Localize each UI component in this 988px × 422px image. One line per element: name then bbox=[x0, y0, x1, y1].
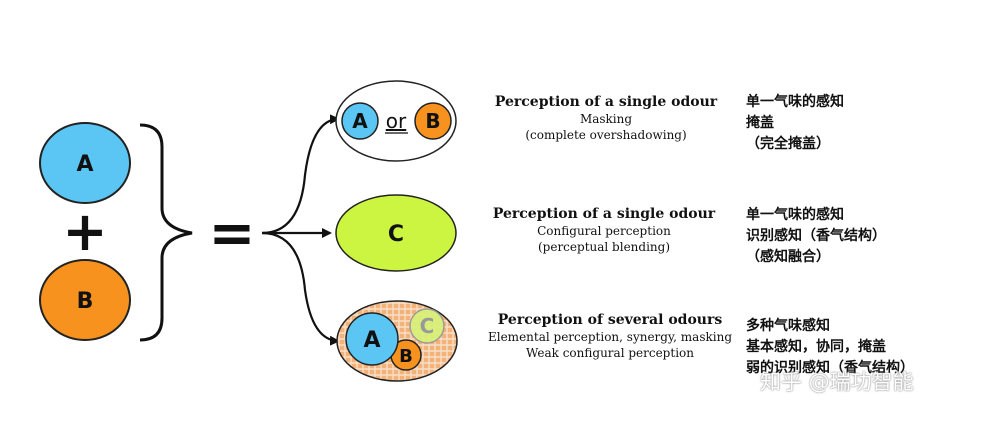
chinese-note-several: 多种气味感知 基本感知，协同，掩盖 弱的识别感知（香气结构） bbox=[746, 316, 914, 379]
curly-brace bbox=[139, 123, 193, 342]
outcome-several-circle-c-label: C bbox=[420, 314, 435, 338]
chinese-note-blending: 单一气味的感知 识别感知（香气结构） （感知融合） bbox=[746, 205, 886, 268]
outcome-masking: A or B bbox=[335, 80, 457, 162]
outcome-several-circle-a bbox=[345, 312, 399, 366]
equals-sign: = bbox=[209, 201, 256, 266]
or-label: or bbox=[386, 109, 407, 133]
description-masking-line-1: Masking bbox=[579, 112, 633, 126]
chinese-note-several-line-2: 基本感知，协同，掩盖 bbox=[746, 339, 886, 355]
outcome-masking-circle-b-label: B bbox=[425, 109, 440, 133]
chinese-note-masking: 单一气味的感知 掩盖 （完全掩盖） bbox=[746, 92, 844, 155]
chinese-note-blending-line-3: （感知融合） bbox=[746, 249, 830, 265]
circle-a bbox=[39, 122, 131, 204]
chinese-note-masking-line-3: （完全掩盖） bbox=[746, 136, 830, 152]
description-blending: Perception of a single odour Configural … bbox=[474, 205, 734, 255]
outcome-blending-label: C bbox=[388, 222, 404, 247]
description-blending-line-1: Configural perception bbox=[537, 224, 671, 238]
outcome-blending: C bbox=[335, 194, 457, 272]
arrow-top bbox=[261, 114, 340, 235]
circle-b bbox=[39, 259, 131, 341]
description-masking: Perception of a single odour Masking (co… bbox=[476, 93, 736, 143]
description-several-line-1: Elemental perception, synergy, masking bbox=[487, 330, 732, 344]
branch-arrows bbox=[261, 114, 340, 346]
outcome-masking-circle-a bbox=[341, 102, 379, 140]
outcome-masking-circle-b bbox=[414, 102, 452, 140]
description-blending-line-2: (perceptual blending) bbox=[537, 240, 671, 254]
plus-sign: + bbox=[62, 200, 107, 263]
circle-b-label: B bbox=[77, 289, 94, 314]
outcome-several-circle-a-label: A bbox=[363, 328, 380, 353]
outcome-masking-circle-a-label: A bbox=[352, 109, 368, 133]
chinese-note-blending-line-1: 单一气味的感知 bbox=[746, 207, 844, 223]
chinese-note-blending-line-2: 识别感知（香气结构） bbox=[746, 228, 886, 244]
circle-a-label: A bbox=[76, 152, 93, 177]
chinese-note-masking-line-1: 单一气味的感知 bbox=[746, 94, 844, 110]
description-several-title: Perception of several odours bbox=[497, 312, 723, 328]
watermark: 知乎 @瑞功智能 bbox=[760, 370, 914, 394]
outcome-masking-ellipse bbox=[335, 80, 457, 162]
outcome-several-circle-b-label: B bbox=[399, 346, 413, 367]
description-blending-title: Perception of a single odour bbox=[492, 206, 716, 222]
description-masking-title: Perception of a single odour bbox=[494, 94, 718, 110]
outcome-several: C B A bbox=[336, 300, 458, 382]
circle-a-group: A bbox=[39, 122, 131, 204]
description-masking-line-2: (complete overshadowing) bbox=[525, 128, 687, 142]
chinese-note-several-line-1: 多种气味感知 bbox=[746, 318, 830, 334]
arrow-bottom bbox=[261, 231, 340, 346]
chinese-note-several-line-3: 弱的识别感知（香气结构） bbox=[746, 360, 914, 376]
outcome-blending-ellipse bbox=[335, 194, 457, 272]
outcome-several-circle-c bbox=[409, 308, 445, 344]
circle-b-group: B bbox=[39, 259, 131, 341]
description-several: Perception of several odours Elemental p… bbox=[478, 311, 742, 361]
chinese-note-masking-line-2: 掩盖 bbox=[746, 115, 774, 131]
description-several-line-2: Weak configural perception bbox=[526, 346, 694, 360]
